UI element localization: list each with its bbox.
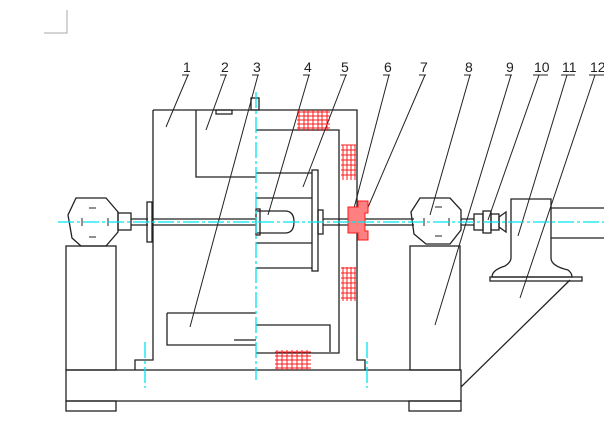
mounting-plate — [489, 276, 583, 282]
label-1: 1 — [183, 59, 191, 75]
label-7: 7 — [420, 59, 428, 75]
leader-2 — [205, 74, 227, 131]
label-10: 10 — [534, 59, 550, 75]
leader-9 — [434, 74, 512, 326]
label-5: 5 — [341, 59, 349, 75]
leader-5 — [302, 74, 347, 188]
label-6: 6 — [384, 59, 392, 75]
coupling-7 — [347, 200, 369, 241]
leader-12 — [519, 74, 604, 299]
page-corner-mark — [44, 10, 68, 34]
leader-3 — [189, 74, 259, 328]
right-motor-body — [410, 197, 462, 245]
main-housing — [134, 97, 414, 370]
label-2: 2 — [221, 59, 229, 75]
leader-7 — [365, 74, 426, 213]
leader-6 — [352, 74, 390, 213]
label-8: 8 — [465, 59, 473, 75]
base-frame — [65, 279, 571, 412]
leader-8 — [429, 74, 471, 216]
leader-10 — [487, 74, 548, 221]
label-4: 4 — [304, 59, 312, 75]
leader-4 — [267, 74, 310, 216]
hatched-seals — [275, 110, 369, 370]
label-12: 12 — [590, 59, 604, 75]
left-motor-body — [67, 197, 119, 247]
centerlines — [58, 92, 604, 388]
left-motor-assembly — [65, 197, 153, 371]
label-9: 9 — [506, 59, 514, 75]
support-brace — [460, 279, 571, 388]
label-11: 11 — [562, 59, 577, 75]
leader-1 — [165, 74, 189, 128]
label-3: 3 — [253, 59, 261, 75]
part-labels: 1 2 3 4 5 6 7 8 9 10 11 12 — [165, 59, 604, 328]
right-motor-assembly — [409, 197, 604, 371]
leader-11 — [517, 74, 575, 237]
